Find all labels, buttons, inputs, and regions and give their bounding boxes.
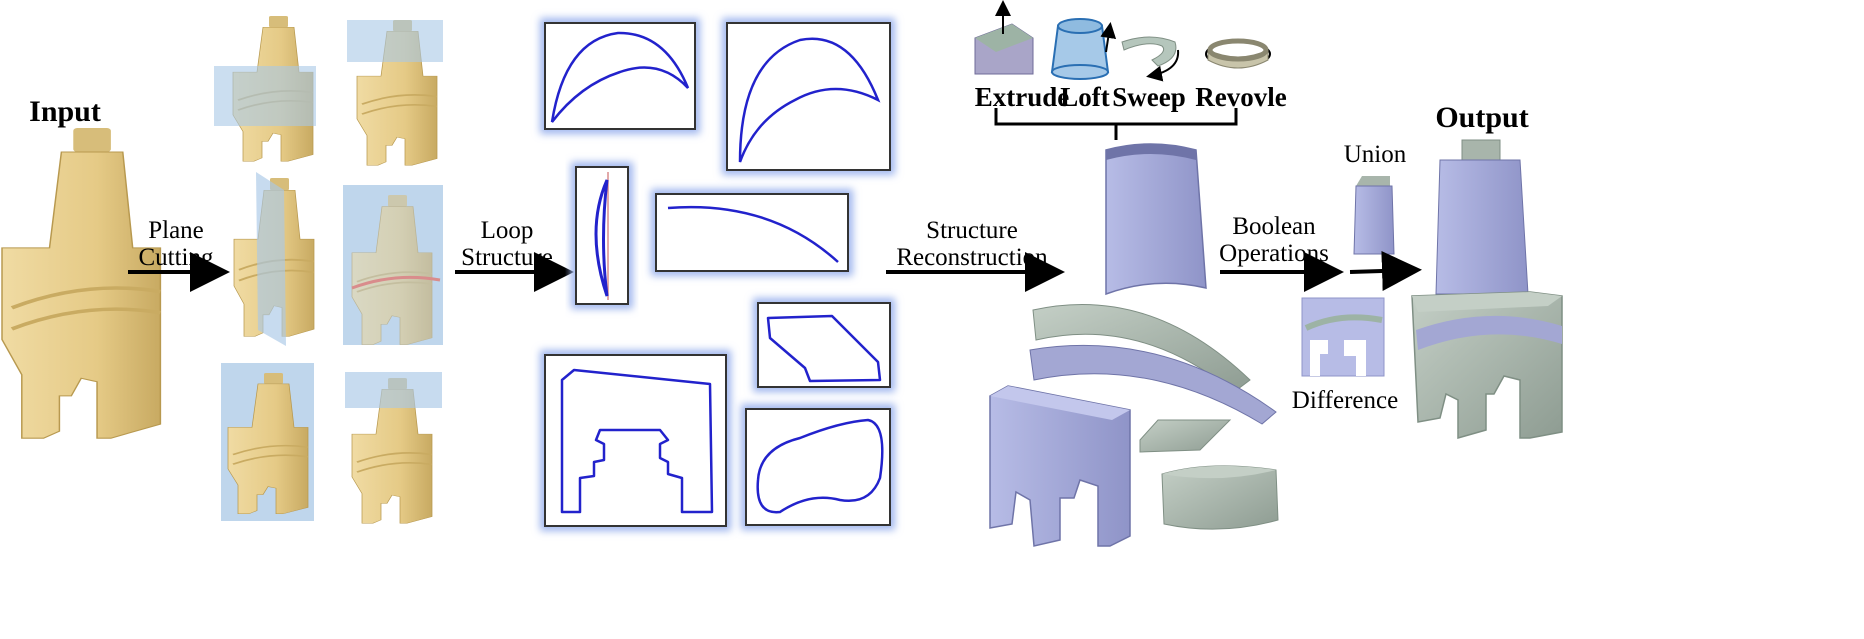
loop-structure-label-line2: Structure — [461, 244, 553, 271]
op-sweep-label: Sweep — [1112, 82, 1186, 112]
sweep-primitive — [1121, 36, 1180, 82]
slice-2 — [347, 18, 443, 167]
slice-6 — [345, 372, 442, 525]
difference-label: Difference — [1292, 387, 1398, 414]
loop-panels — [540, 18, 895, 531]
recon-sweep-upper — [1032, 304, 1251, 393]
slice-1 — [214, 14, 316, 163]
recon-blade — [1105, 143, 1207, 296]
op-loft-label: Loft — [1060, 82, 1110, 112]
loop-panel-2 — [722, 18, 895, 175]
extrude-primitive — [974, 0, 1034, 75]
slice-grid — [214, 14, 443, 525]
structure-reconstruction-label-line1: Structure — [926, 217, 1018, 244]
slice-4 — [343, 185, 443, 346]
loop-panel-4 — [651, 189, 853, 276]
recon-extruded-blob — [1161, 465, 1279, 530]
input-label: Input — [29, 95, 101, 128]
output-label: Output — [1435, 101, 1528, 134]
slice-5 — [221, 363, 314, 521]
boolean-operations-label-line2: Operations — [1219, 240, 1329, 267]
plane-cutting-label-line2: Cutting — [138, 244, 214, 271]
loop-panel-6 — [540, 350, 731, 531]
plane-cutting-label-line1: Plane — [148, 217, 204, 244]
boolean-operations-arrow-right — [1349, 251, 1422, 291]
recon-base — [989, 385, 1131, 547]
loft-primitive — [1050, 18, 1117, 80]
ops-bracket — [994, 108, 1238, 140]
loop-panel-3 — [571, 162, 633, 309]
union-part — [1353, 176, 1395, 255]
recon-small-block — [1139, 419, 1232, 453]
slice-3 — [232, 172, 316, 346]
output-part — [1411, 139, 1563, 439]
structure-reconstruction-label-line2: Reconstruction — [896, 244, 1048, 271]
union-label: Union — [1344, 141, 1407, 168]
recon-sweep-lower — [1029, 345, 1277, 425]
op-revovle-label: Revovle — [1195, 82, 1286, 112]
boolean-operations-label-line1: Boolean — [1232, 213, 1316, 240]
revolve-primitive — [1205, 38, 1271, 69]
loop-panel-7 — [741, 404, 895, 530]
difference-part — [1301, 297, 1385, 377]
loop-panel-1 — [540, 18, 700, 134]
loop-structure-label-line1: Loop — [481, 217, 534, 244]
op-extrude-label: Extrude — [975, 82, 1070, 112]
input-part — [2, 128, 160, 438]
loop-panel-5 — [753, 298, 895, 392]
